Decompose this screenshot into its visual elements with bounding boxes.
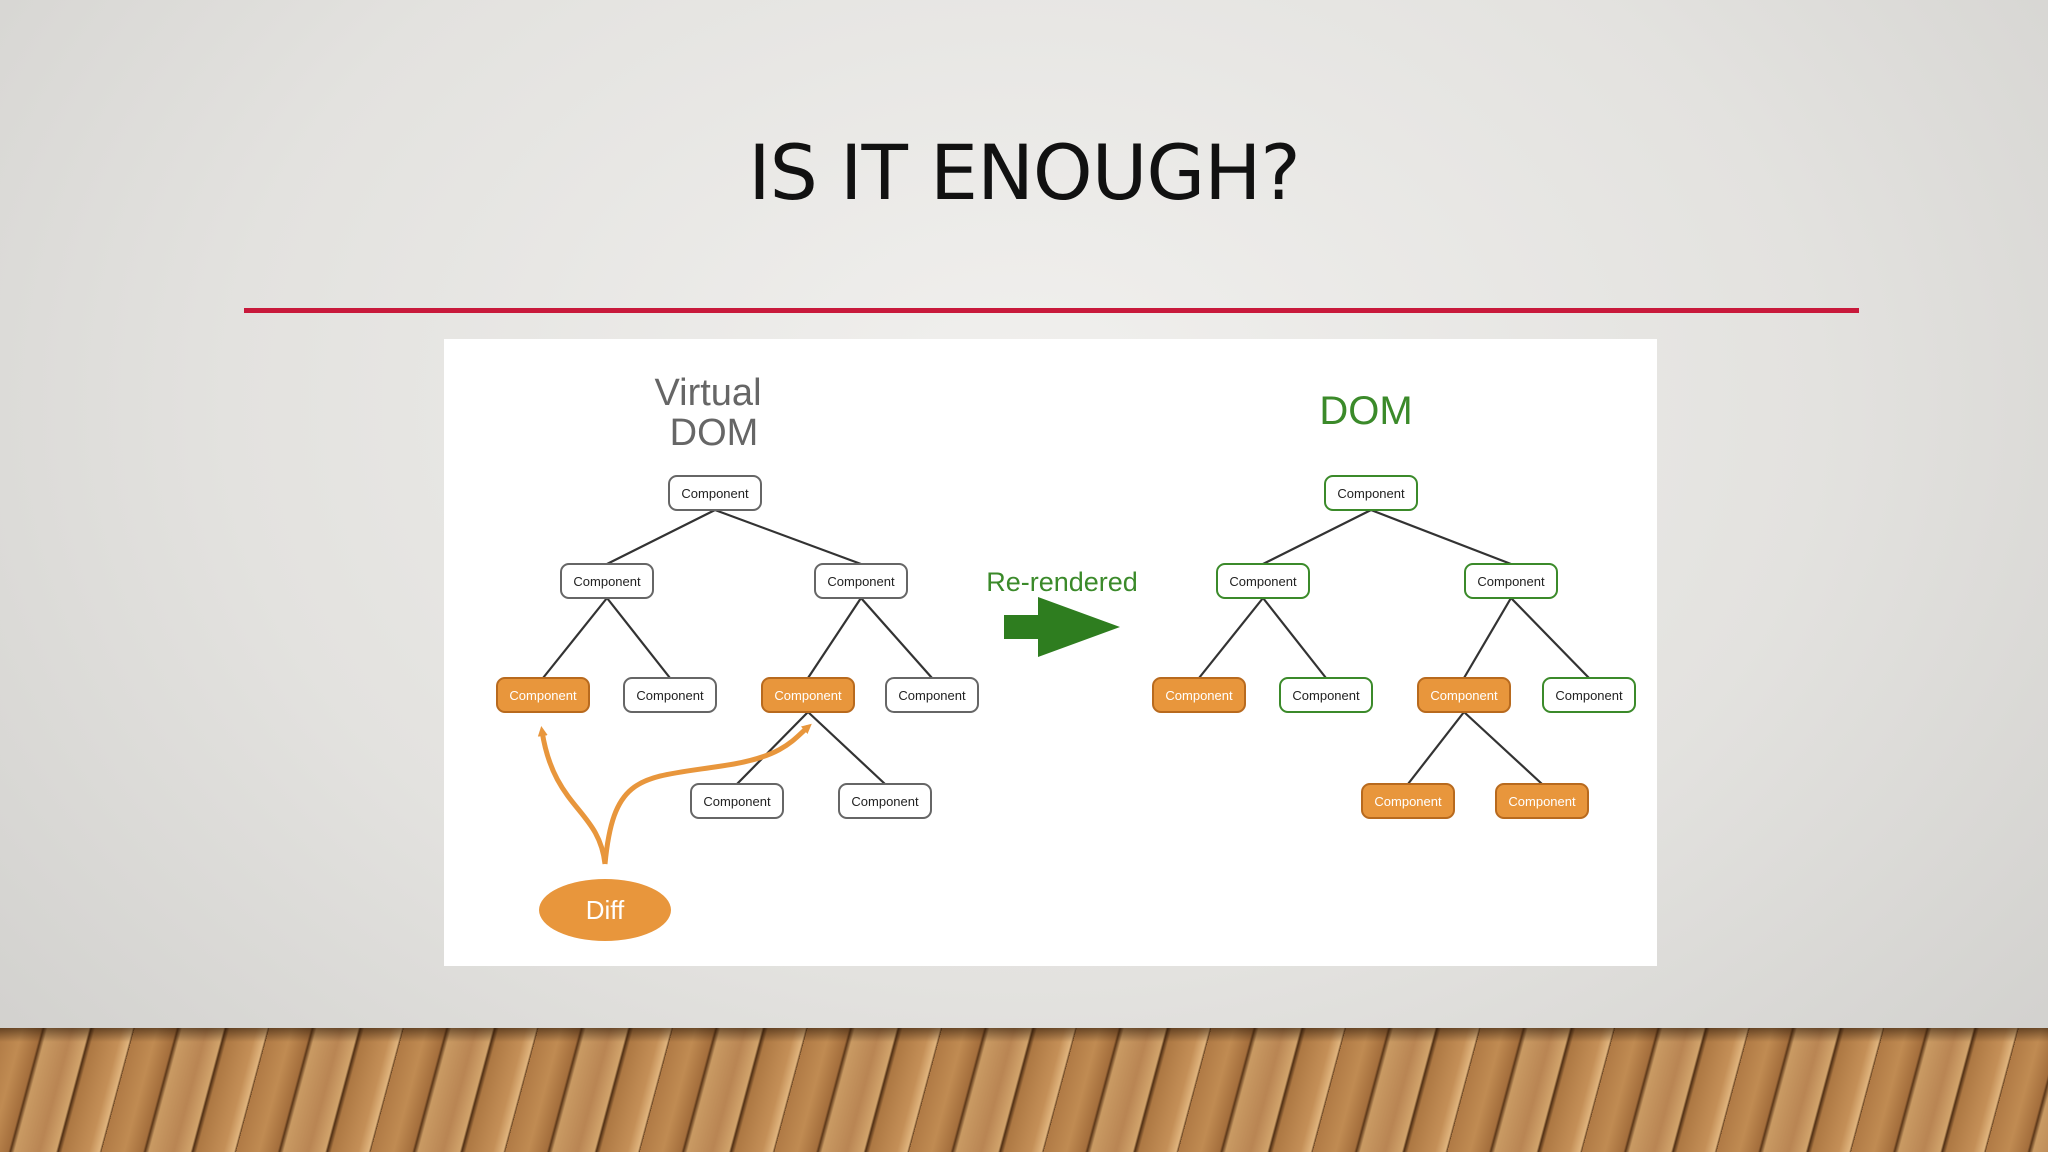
virtual-dom-node: Component [885,677,979,713]
component-node-box [885,677,979,713]
slide-title: IS IT ENOUGH? [748,128,1301,217]
component-node-label: Component [703,794,771,809]
virtual-dom-node: Component [761,677,855,713]
component-node-label: Component [1229,574,1297,589]
component-node-box [1361,783,1455,819]
dom-node: Component [1464,563,1558,599]
dom-node: Component [1417,677,1511,713]
tree-edge [1510,597,1590,679]
component-node-label: Component [1477,574,1545,589]
component-node-box [1152,677,1246,713]
title-divider [244,308,1859,313]
component-node-box [1542,677,1636,713]
tree-edge [1407,711,1465,785]
dom-node: Component [1495,783,1589,819]
diff-arrow-left [537,726,608,865]
component-node-label: Component [636,688,704,703]
component-node-box [1279,677,1373,713]
tree-edge [736,711,809,785]
virtual-dom-node: Component [690,783,784,819]
tree-edge [1262,509,1372,565]
component-node-label: Component [1430,688,1498,703]
virtual-dom-node: Component [838,783,932,819]
component-node-box [560,563,654,599]
tree-edge [1262,597,1327,679]
component-node-box [690,783,784,819]
component-node-box [814,563,908,599]
component-node-box [668,475,762,511]
tree-edges [542,508,1590,785]
dom-node: Component [1152,677,1246,713]
rerendered-label: Re-rendered [986,567,1138,597]
component-node-box [623,677,717,713]
virtual-dom-root-node: Component [668,475,762,511]
component-node-label: Component [573,574,641,589]
tree-edge [1370,508,1512,566]
dom-node: Component [1216,563,1310,599]
virtual-dom-title-line2: DOM [670,412,759,454]
component-node-label: Component [851,794,919,809]
tree-edge [1198,597,1264,679]
diff-arrow-right [602,723,812,865]
tree-edge [807,597,862,679]
tree-edge [1463,711,1543,785]
tree-edge [606,597,671,679]
dom-root-node: Component [1324,475,1418,511]
component-node-box [1464,563,1558,599]
component-node-label: Component [827,574,895,589]
dom-title: DOM [1319,389,1412,433]
virtual-dom-node: Component [814,563,908,599]
tree-edge [860,597,933,679]
tree-edge [807,711,886,785]
component-node-box [761,677,855,713]
tree-edge [606,509,716,565]
virtual-dom-node: Component [623,677,717,713]
component-node-label: Component [1292,688,1360,703]
component-node-box [1417,677,1511,713]
virtual-dom-node: Component [496,677,590,713]
rerendered-arrow-icon [1004,597,1120,657]
component-node-box [838,783,932,819]
tree-edge [1463,597,1512,679]
tree-edge [714,508,862,566]
dom-node: Component [1542,677,1636,713]
dom-node: Component [1279,677,1373,713]
component-node-label: Component [1508,794,1576,809]
component-node-label: Component [774,688,842,703]
virtual-dom-title-line1: Virtual [654,372,761,414]
component-node-box [1495,783,1589,819]
diff-label: Diff [586,895,625,925]
component-node-label: Component [898,688,966,703]
component-node-box [496,677,590,713]
diff-bubble [539,879,671,941]
tree-edge [542,597,608,679]
component-node-label: Component [1165,688,1233,703]
dom-node: Component [1361,783,1455,819]
wooden-floor [0,1028,2048,1152]
component-node-label: Component [509,688,577,703]
virtual-dom-node: Component [560,563,654,599]
component-node-box [1324,475,1418,511]
component-node-label: Component [681,486,749,501]
component-node-label: Component [1555,688,1623,703]
component-node-label: Component [1337,486,1405,501]
component-node-label: Component [1374,794,1442,809]
component-node-box [1216,563,1310,599]
